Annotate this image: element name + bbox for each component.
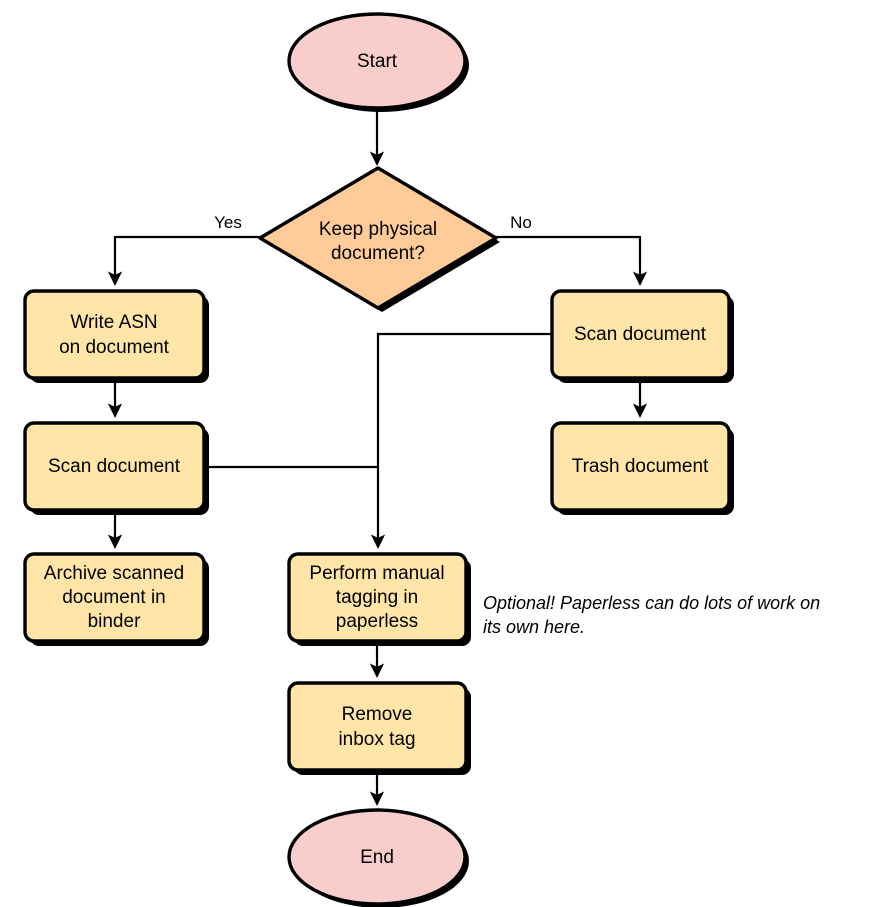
write-asn-box[interactable] (23, 289, 206, 380)
archive-label-line1: Archive scanned (44, 563, 184, 584)
write-asn-label-line1: Write ASN (70, 312, 157, 333)
start-label: Start (357, 51, 398, 72)
node-write-asn-on-document[interactable]: Write ASN on document (23, 289, 206, 380)
edge-label-no: No (510, 213, 532, 232)
connector-layer (107, 108, 648, 806)
end-ellipse[interactable] (287, 808, 467, 906)
node-remove-inbox-tag[interactable]: Remove inbox tag (287, 681, 468, 772)
annotation-optional-note: Optional! Paperless can do lots of work … (483, 593, 820, 637)
node-trash-document[interactable]: Trash document (550, 421, 731, 512)
manual-tag-box[interactable] (287, 552, 468, 643)
manual-tag-label-line3: paperless (336, 611, 418, 632)
manual-tag-label-line1: Perform manual (309, 563, 444, 584)
node-scan-document-left[interactable]: Scan document (23, 421, 206, 512)
edge-label-yes: Yes (214, 213, 242, 232)
edge-decision-to-scan-right (496, 235, 648, 286)
node-archive-scanned-document[interactable]: Archive scanned document in binder (23, 552, 206, 643)
archive-box[interactable] (23, 552, 206, 643)
remove-inbox-box[interactable] (287, 681, 468, 772)
node-start[interactable]: Start (287, 12, 467, 110)
trash-box[interactable] (550, 421, 731, 512)
node-scan-document-right[interactable]: Scan document (550, 289, 731, 380)
scan-left-label: Scan document (48, 456, 181, 477)
edge-decision-to-write-asn (107, 235, 260, 286)
archive-label-line3: binder (88, 611, 141, 632)
annotation-line1: Optional! Paperless can do lots of work … (483, 593, 820, 613)
node-decision-keep-physical-document[interactable]: Keep physical document? (258, 166, 498, 310)
manual-tag-label-line2: tagging in (336, 587, 418, 608)
remove-inbox-label-line1: Remove (342, 704, 413, 725)
edge-scan-right-to-manual-tag (370, 332, 552, 549)
write-asn-label-line2: on document (59, 337, 170, 358)
decision-diamond[interactable] (258, 166, 498, 310)
node-perform-manual-tagging[interactable]: Perform manual tagging in paperless (287, 552, 468, 643)
end-label: End (360, 847, 394, 868)
start-ellipse[interactable] (287, 12, 467, 110)
decision-label-line1: Keep physical (319, 219, 437, 240)
scan-right-box[interactable] (550, 289, 731, 380)
edge-label-layer: Yes No (214, 213, 532, 232)
node-end[interactable]: End (287, 808, 467, 906)
trash-label: Trash document (572, 456, 709, 477)
archive-label-line2: document in (62, 587, 166, 608)
scan-left-box[interactable] (23, 421, 206, 512)
remove-inbox-label-line2: inbox tag (338, 729, 415, 750)
annotation-line2: its own here. (483, 617, 585, 637)
decision-label-line2: document? (331, 243, 425, 264)
scan-right-label: Scan document (574, 324, 707, 345)
